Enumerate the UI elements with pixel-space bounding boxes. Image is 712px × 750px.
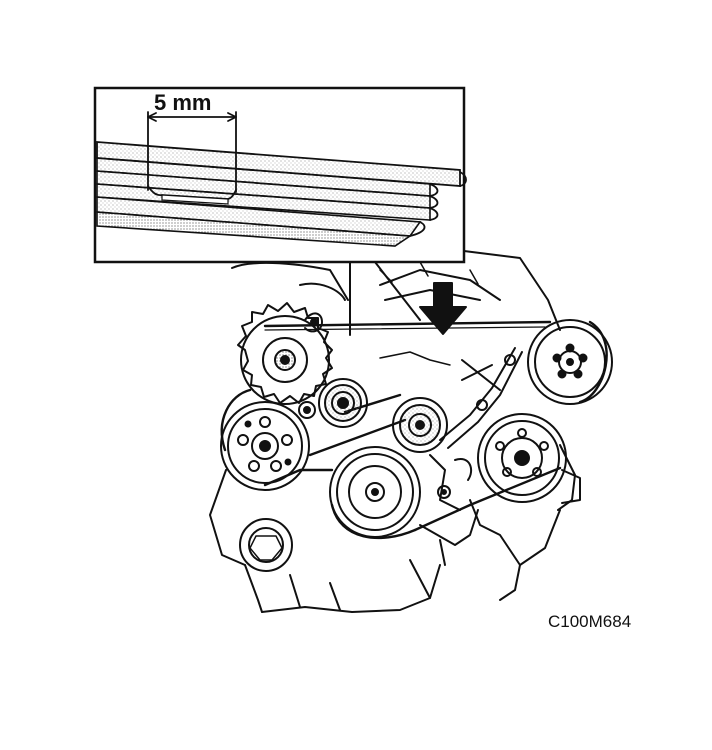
down-arrow-icon (419, 282, 467, 335)
detail-inset: 5 mm (93, 86, 467, 336)
measurement-label: 5 mm (154, 90, 211, 115)
power-steering-pulley (220, 401, 310, 491)
dimension-lines (147, 111, 237, 193)
ac-compressor-pulley (477, 413, 581, 504)
idler-pulley-small (298, 378, 368, 428)
alternator-pulley (237, 302, 333, 405)
crankshaft-pulley (329, 446, 421, 538)
oil-filter-housing (239, 518, 293, 572)
ribbed-belt-section (96, 141, 467, 247)
figure-code: C100M684 (548, 612, 631, 631)
tensioner-pulley (379, 347, 523, 511)
water-pump-pulley (527, 319, 613, 405)
